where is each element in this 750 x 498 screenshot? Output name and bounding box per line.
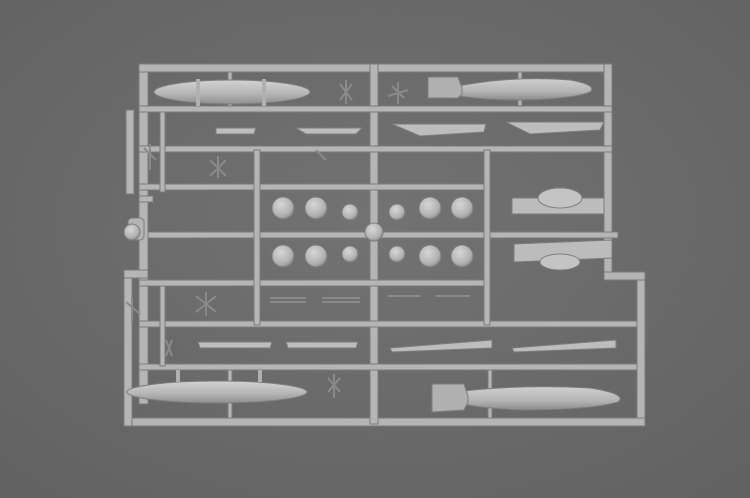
- small-detail-parts: [125, 80, 470, 398]
- drop-tank-bottom: [126, 370, 308, 404]
- bomb-top: [427, 76, 593, 101]
- right-large-parts: [511, 187, 613, 271]
- pylon-parts-top: [215, 121, 605, 137]
- sprue-frame: [123, 63, 646, 427]
- drop-tank-top: [153, 79, 311, 106]
- bomb-bottom: [431, 383, 621, 413]
- wheels: [123, 196, 474, 268]
- pylon-parts-bottom: [197, 339, 617, 353]
